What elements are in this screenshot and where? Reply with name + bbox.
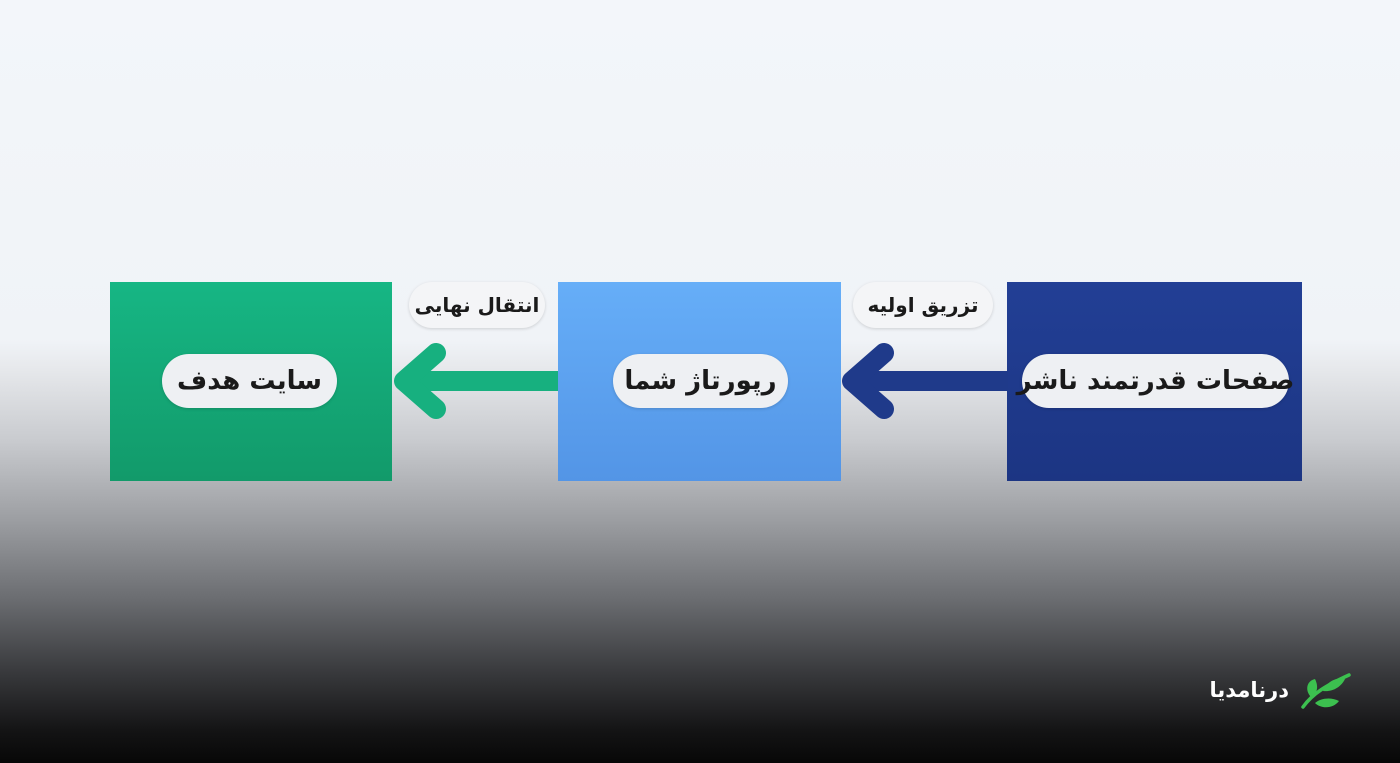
brand-logo: درنامدیا — [1208, 664, 1353, 716]
node-your-reportage-label: رپورتاژ شما — [613, 354, 788, 408]
node-publisher-pages-label: صفحات قدرتمند ناشر — [1017, 354, 1294, 408]
arrow-publisher-to-report — [842, 343, 1008, 419]
node-target-site-label: سایت هدف — [162, 354, 337, 408]
arrow-report-to-target — [394, 343, 558, 419]
edge-final-transfer-label: انتقال نهایی — [409, 282, 545, 328]
edge-initial-injection-label: تزریق اولیه — [853, 282, 993, 328]
leaf-bird-logo-icon — [1301, 673, 1351, 709]
brand-name: درنامدیا — [1209, 678, 1289, 702]
